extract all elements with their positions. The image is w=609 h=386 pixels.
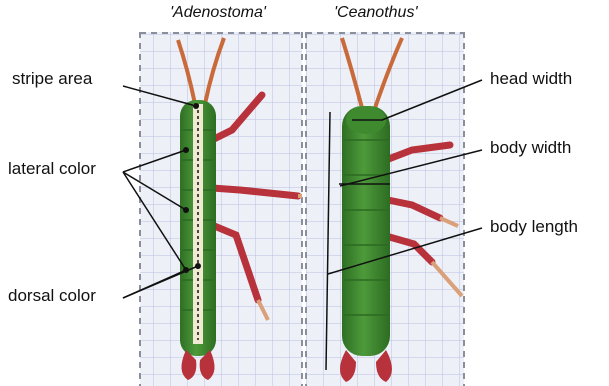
adenostoma-title: 'Adenostoma': [170, 4, 266, 22]
ceanothus-photo: [306, 32, 464, 386]
adenostoma-photo: [140, 32, 302, 386]
body-length-label: body length: [490, 218, 578, 235]
stripe-area-label: stripe area: [12, 70, 92, 87]
head-width-label: head width: [490, 70, 572, 87]
lateral-color-label: lateral color: [8, 160, 96, 177]
dorsal-color-label: dorsal color: [8, 287, 96, 304]
ceanothus-title: 'Ceanothus': [334, 4, 418, 22]
body-width-label: body width: [490, 139, 571, 156]
